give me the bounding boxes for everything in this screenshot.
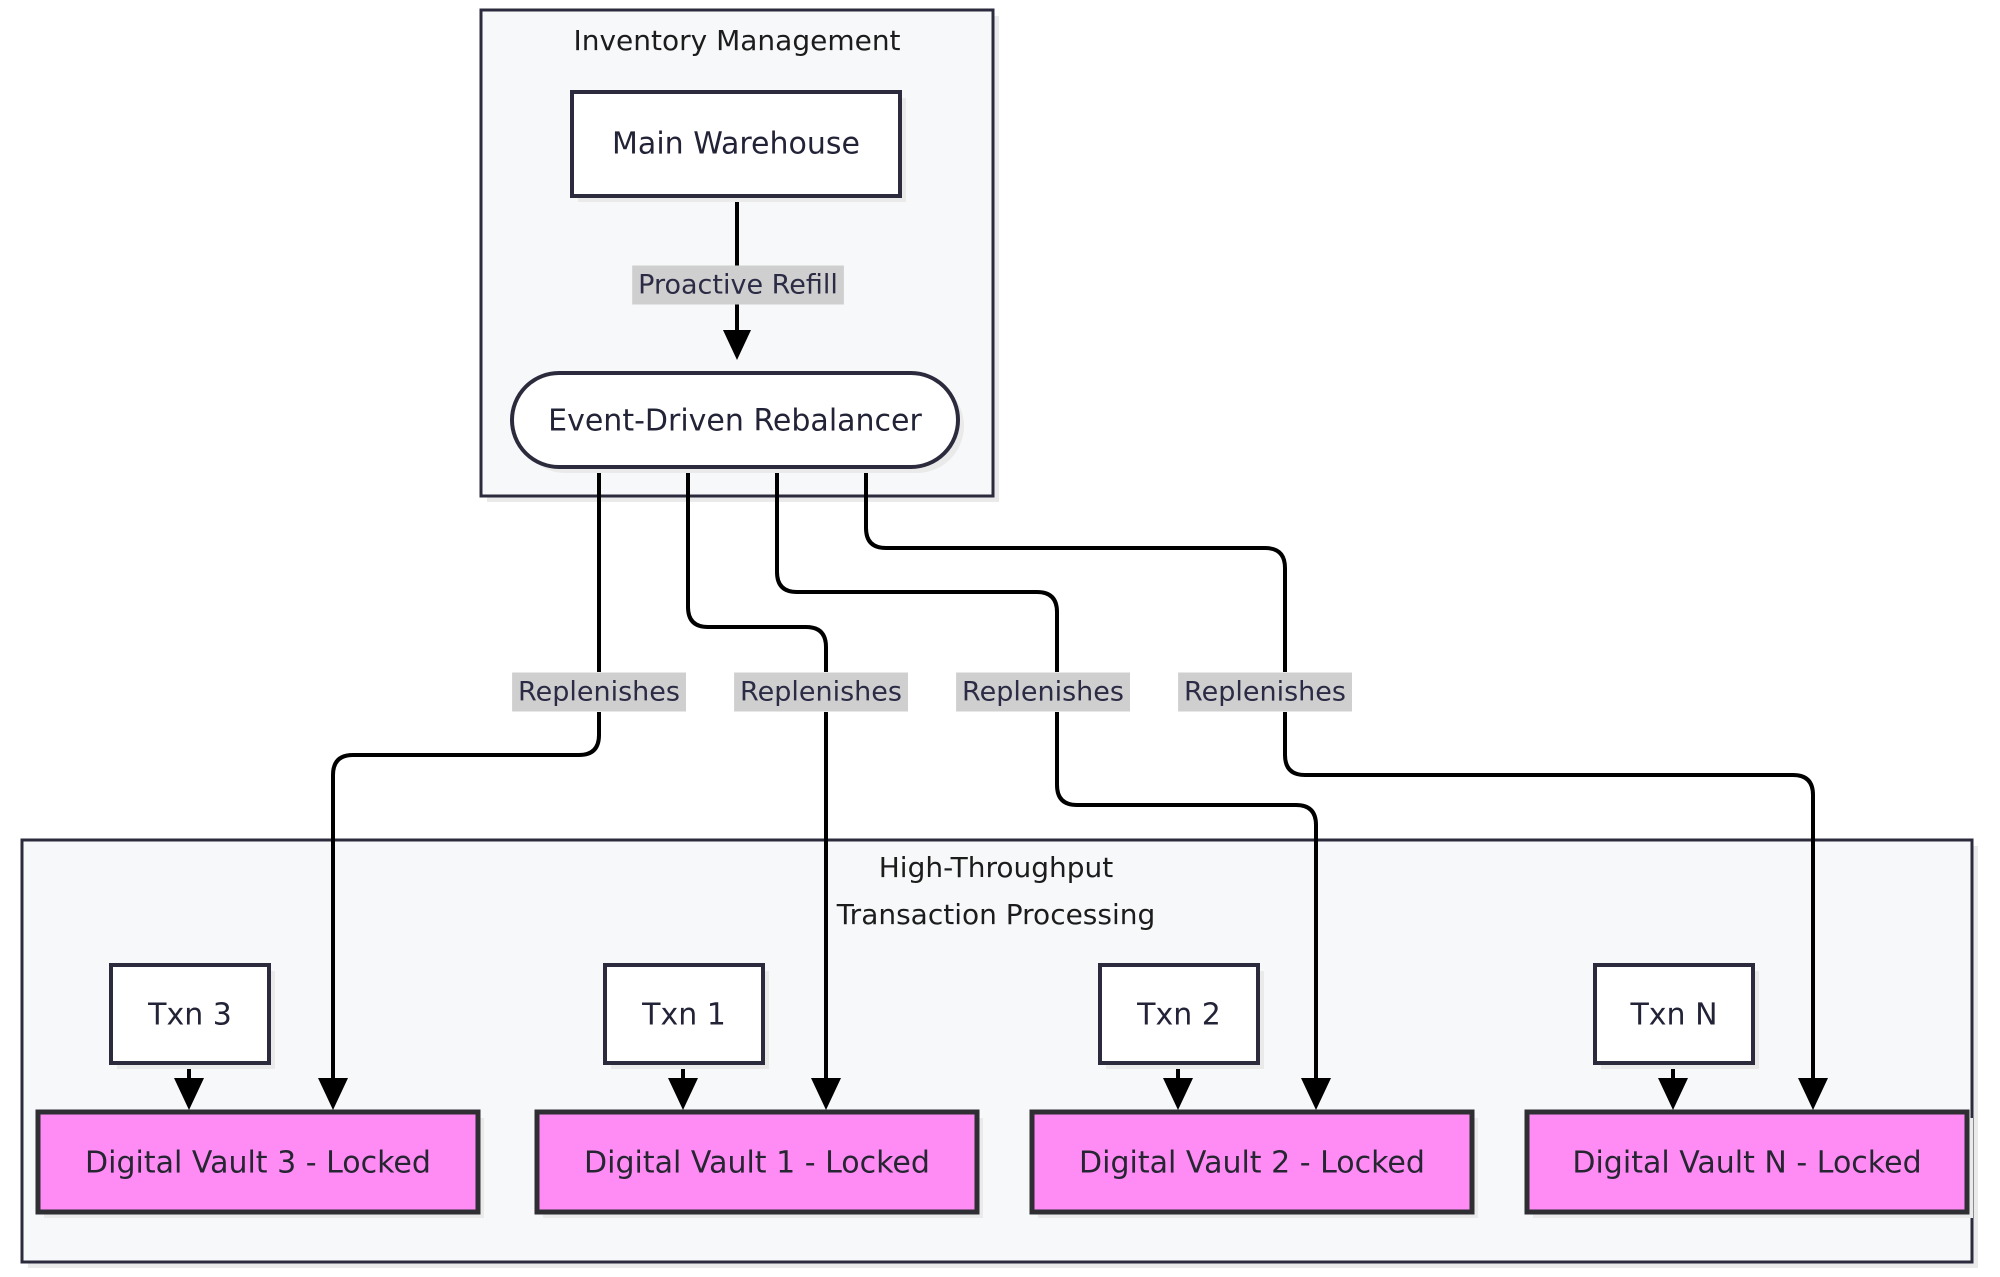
arrowhead: [318, 1078, 348, 1110]
node-txn-3-label: Txn 3: [147, 998, 232, 1033]
arrowhead: [1658, 1078, 1688, 1110]
node-box: [1593, 963, 1755, 1065]
edge-label-replenishes-4: Replenishes: [1178, 672, 1352, 712]
edge-line: [864, 470, 1287, 672]
arrowhead: [723, 330, 751, 360]
edge-line: [686, 470, 828, 672]
edge-replenishes-4: [864, 470, 1287, 672]
arrowhead: [1301, 1078, 1331, 1110]
node-txn-n-label: Txn N: [1629, 998, 1717, 1033]
node-box: [1098, 963, 1260, 1065]
arrowhead: [1163, 1078, 1193, 1110]
arrowhead: [811, 1078, 841, 1110]
edge-replenishes-2-to-vault1: [811, 712, 841, 1110]
node-digital-vault-n-label: Digital Vault N - Locked: [1572, 1146, 1921, 1181]
edge-replenishes-1-to-vault3: [318, 712, 601, 1110]
edge-label-replenishes-3-text: Replenishes: [962, 677, 1124, 708]
node-main-warehouse[interactable]: Main Warehouse: [570, 90, 906, 202]
edge-txn3-to-vault3: [174, 1068, 204, 1110]
edge-label-background: [734, 672, 908, 712]
edge-label-proactive-refill-text: Proactive Refill: [638, 270, 838, 301]
edge-line: [775, 470, 1059, 672]
node-box: [603, 963, 765, 1065]
cluster-inventory-title: Inventory Management: [573, 24, 900, 57]
node-digital-vault-1[interactable]: Digital Vault 1 - Locked: [534, 1109, 983, 1218]
node-event-driven-rebalancer[interactable]: Event-Driven Rebalancer: [510, 371, 964, 473]
edge-line: [331, 712, 601, 1088]
cluster-throughput-title-line2: Transaction Processing: [836, 898, 1156, 931]
edge-replenishes-3-to-vault2: [1055, 712, 1331, 1110]
edge-line: [1055, 712, 1318, 1088]
edge-label-background: [956, 672, 1130, 712]
node-txn-1-label: Txn 1: [641, 998, 726, 1033]
edge-replenishes-2: [686, 470, 828, 672]
edge-label-background: [512, 672, 686, 712]
edge-label-proactive-refill: Proactive Refill: [632, 265, 844, 305]
node-box: [1029, 1109, 1475, 1215]
edge-txn1-to-vault1: [668, 1068, 698, 1110]
edge-txn2-to-vault2: [1163, 1068, 1193, 1110]
node-box: [1524, 1109, 1970, 1215]
edge-label-replenishes-4-text: Replenishes: [1184, 677, 1346, 708]
node-txn-2-label: Txn 2: [1136, 998, 1221, 1033]
node-digital-vault-2-label: Digital Vault 2 - Locked: [1079, 1146, 1425, 1181]
edge-replenishes-4-to-vaultN: [1283, 712, 1828, 1110]
node-box: [35, 1109, 481, 1215]
node-rebalancer-label: Event-Driven Rebalancer: [548, 404, 922, 439]
node-digital-vault-2[interactable]: Digital Vault 2 - Locked: [1029, 1109, 1478, 1218]
node-digital-vault-3[interactable]: Digital Vault 3 - Locked: [35, 1109, 484, 1218]
edge-label-background: [632, 265, 844, 305]
node-box: [109, 963, 271, 1065]
edge-label-replenishes-2: Replenishes: [734, 672, 908, 712]
node-txn-n[interactable]: Txn N: [1593, 963, 1759, 1069]
node-txn-3[interactable]: Txn 3: [109, 963, 275, 1069]
edge-label-replenishes-2-text: Replenishes: [740, 677, 902, 708]
arrowhead: [668, 1078, 698, 1110]
node-txn-1[interactable]: Txn 1: [603, 963, 769, 1069]
node-box: [570, 90, 902, 198]
node-digital-vault-1-label: Digital Vault 1 - Locked: [584, 1146, 930, 1181]
node-main-warehouse-label: Main Warehouse: [612, 127, 860, 162]
node-digital-vault-n[interactable]: Digital Vault N - Locked: [1524, 1109, 1973, 1218]
arrowhead: [174, 1078, 204, 1110]
cluster-throughput-title-line1: High-Throughput: [879, 851, 1114, 884]
arrowhead: [1798, 1078, 1828, 1110]
edge-label-replenishes-3: Replenishes: [956, 672, 1130, 712]
node-box: [510, 371, 960, 469]
node-box: [534, 1109, 980, 1215]
node-digital-vault-3-label: Digital Vault 3 - Locked: [85, 1146, 431, 1181]
node-txn-2[interactable]: Txn 2: [1098, 963, 1264, 1069]
edge-replenishes-3: [775, 470, 1059, 672]
edge-txnN-to-vaultN: [1658, 1068, 1688, 1110]
edge-label-replenishes-1: Replenishes: [512, 672, 686, 712]
edge-label-replenishes-1-text: Replenishes: [518, 677, 680, 708]
edge-line: [1283, 712, 1815, 1088]
edge-label-background: [1178, 672, 1352, 712]
